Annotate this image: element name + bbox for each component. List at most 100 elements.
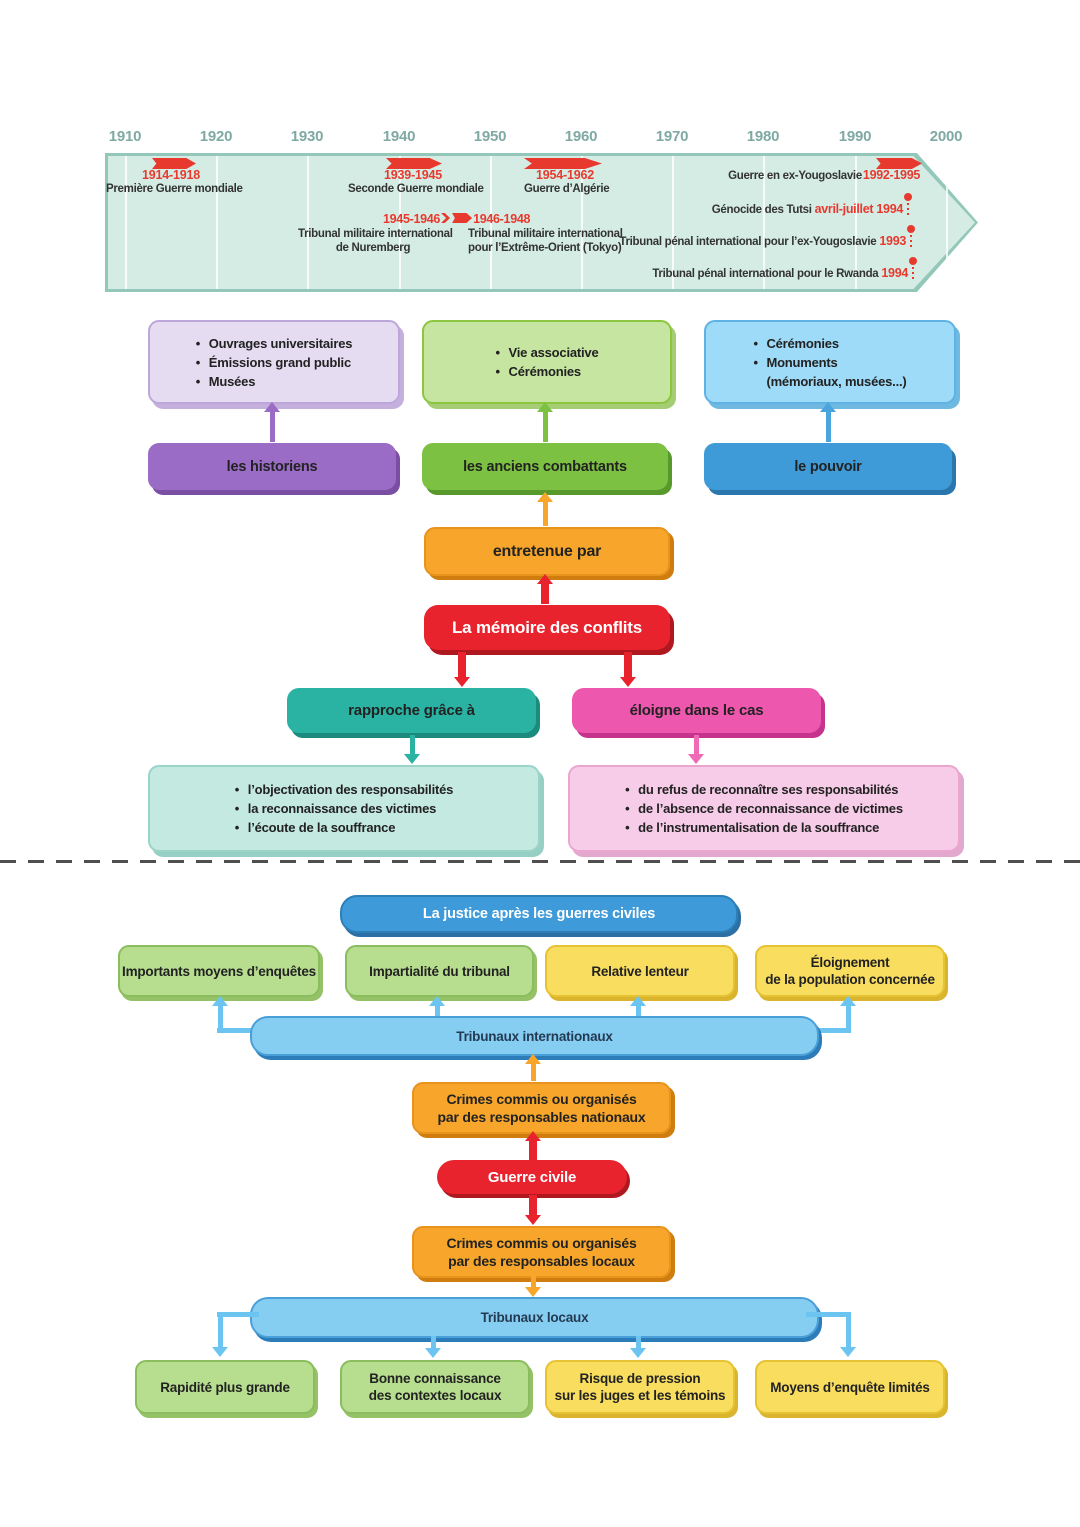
tokyo-dates: 1946-1948 (473, 212, 531, 226)
reconcile-box: rapproche grâce à (287, 688, 536, 733)
list-item: Cérémonies (496, 362, 599, 381)
timeline-band-fill (108, 156, 975, 289)
historians-list-box: Ouvrages universitaires Émissions grand … (148, 320, 400, 404)
period-arrow-icon (876, 158, 922, 169)
intl-tribunals-bar: Tribunaux internationaux (250, 1016, 819, 1056)
divide-box: éloigne dans le cas (572, 688, 821, 733)
timeline-year: 1960 (564, 128, 598, 145)
power-list-box: Cérémonies Monuments (mémoriaux, musées.… (704, 320, 956, 404)
tribunal-dates-line: 1945-1946 1946-1948 (383, 212, 530, 226)
period-arrow-icon (524, 158, 602, 169)
yugoslavia-war-line: Guerre en ex-Yougoslavie1992-1995 (728, 168, 920, 182)
intl-trait-box: Importants moyens d’enquêtes (118, 945, 320, 997)
decade-gridline (125, 156, 127, 289)
ictr-label: Tribunal pénal international pour le Rwa… (652, 268, 879, 280)
local-left-arrow-icon (212, 1312, 228, 1357)
decade-gridline (307, 156, 309, 289)
yugoslavia-war-label: Guerre en ex-Yougoslavie (728, 170, 862, 182)
crimes-local-box: Crimes commis ou organisés par des respo… (412, 1226, 671, 1278)
list-item: l’objectivation des responsabilités (235, 780, 454, 799)
divide-list-arrow-icon (688, 735, 704, 764)
nuremberg-line1: Tribunal militaire international (298, 228, 453, 240)
list-item: Ouvrages universitaires (196, 334, 353, 353)
ictr-dates: 1994 (881, 266, 908, 280)
section-divider (0, 860, 1080, 863)
arrow-right-icon (452, 213, 473, 223)
algeria-dates: 1954-1962 (536, 168, 594, 182)
local-down-arrow-icon (630, 1336, 646, 1358)
veterans-up-arrow-icon (537, 402, 553, 442)
power-box: le pouvoir (704, 443, 952, 490)
timeline-year: 1930 (290, 128, 324, 145)
timeline-year: 1920 (199, 128, 233, 145)
local-trait-box: Risque de pression sur les juges et les … (545, 1360, 735, 1414)
reconcile-list-arrow-icon (404, 735, 420, 764)
timeline-year: 1980 (746, 128, 780, 145)
civil-war-up-arrow-icon (525, 1131, 541, 1160)
tutsi-dates: avril-juillet 1994 (814, 202, 904, 216)
icty-label: Tribunal pénal international pour l’ex-Y… (619, 236, 877, 248)
chevron-right-icon (441, 213, 451, 223)
civil-war-down-arrow-icon (525, 1195, 541, 1225)
list-item: Émissions grand public (196, 353, 353, 372)
map-pin-icon (903, 193, 912, 217)
local-trait-box: Bonne connaissance des contextes locaux (340, 1360, 530, 1414)
list-item: la reconnaissance des victimes (235, 799, 453, 818)
period-arrow-icon (152, 158, 196, 169)
historians-up-arrow-icon (264, 402, 280, 442)
ww2-label: Seconde Guerre mondiale (348, 183, 484, 195)
icty-dates: 1993 (879, 234, 906, 248)
local-trait-box: Moyens d’enquête limités (755, 1360, 945, 1414)
local-tribunals-bar: Tribunaux locaux (250, 1297, 819, 1338)
list-item: du refus de reconnaître ses responsabili… (625, 780, 903, 799)
decade-gridline (399, 156, 401, 289)
tokyo-line2: pour l’Extrême-Orient (Tokyo) (468, 242, 622, 254)
algeria-label: Guerre d’Algérie (524, 183, 610, 195)
timeline-year: 1910 (108, 128, 142, 145)
timeline-arrow-band (105, 153, 978, 292)
list-item: l’écoute de la souffrance (235, 818, 453, 837)
intl-left-elbow (217, 1028, 259, 1033)
divide-down-arrow-icon (620, 652, 636, 687)
decade-gridline (490, 156, 492, 289)
nuremberg-line2: de Nuremberg (335, 242, 411, 254)
intl-right-arrow-icon (840, 996, 856, 1033)
tutsi-label: Génocide des Tutsi (711, 204, 812, 216)
list-item: Cérémonies (753, 334, 906, 353)
map-pin-icon (908, 257, 917, 281)
crimes-national-box: Crimes commis ou organisés par des respo… (412, 1082, 671, 1134)
list-item: Vie associative (496, 343, 599, 362)
veterans-list-box: Vie associative Cérémonies (422, 320, 672, 404)
timeline-year: 1990 (838, 128, 872, 145)
period-arrow-icon (386, 158, 442, 169)
memory-up-arrow-icon (537, 574, 553, 604)
list-item: Musées (196, 372, 353, 391)
intl-trait-box: Éloignement de la population concernée (755, 945, 945, 997)
map-pin-icon (906, 225, 915, 249)
decade-gridline (946, 156, 948, 289)
local-down-arrow-icon (425, 1336, 441, 1358)
nuremberg-label: Tribunal militaire international de Nure… (298, 227, 453, 255)
ictr-line: Tribunal pénal international pour le Rwa… (652, 257, 917, 281)
yugoslavia-war-dates: 1992-1995 (862, 168, 920, 182)
ww1-dates: 1914-1918 (142, 168, 200, 182)
nuremberg-dates: 1945-1946 (383, 212, 441, 226)
decade-gridline (763, 156, 765, 289)
reconcile-down-arrow-icon (454, 652, 470, 687)
reconcile-list-box: l’objectivation des responsabilités la r… (148, 765, 540, 852)
timeline-year: 1970 (655, 128, 689, 145)
veterans-box: les anciens combattants (422, 443, 668, 490)
decade-gridline (216, 156, 218, 289)
timeline-year: 1950 (473, 128, 507, 145)
tokyo-label: Tribunal militaire international pour l’… (468, 227, 623, 255)
local-right-arrow-icon (840, 1312, 856, 1357)
historians-box: les historiens (148, 443, 396, 490)
intl-right-elbow (806, 1028, 848, 1033)
civil-war-box: Guerre civile (437, 1160, 627, 1194)
intl-up-arrow-icon (429, 996, 445, 1018)
icty-line: Tribunal pénal international pour l’ex-Y… (619, 225, 915, 249)
power-up-arrow-icon (820, 402, 836, 442)
memory-title-box: La mémoire des conflits (424, 605, 670, 650)
decade-gridline (672, 156, 674, 289)
timeline-year: 2000 (929, 128, 963, 145)
